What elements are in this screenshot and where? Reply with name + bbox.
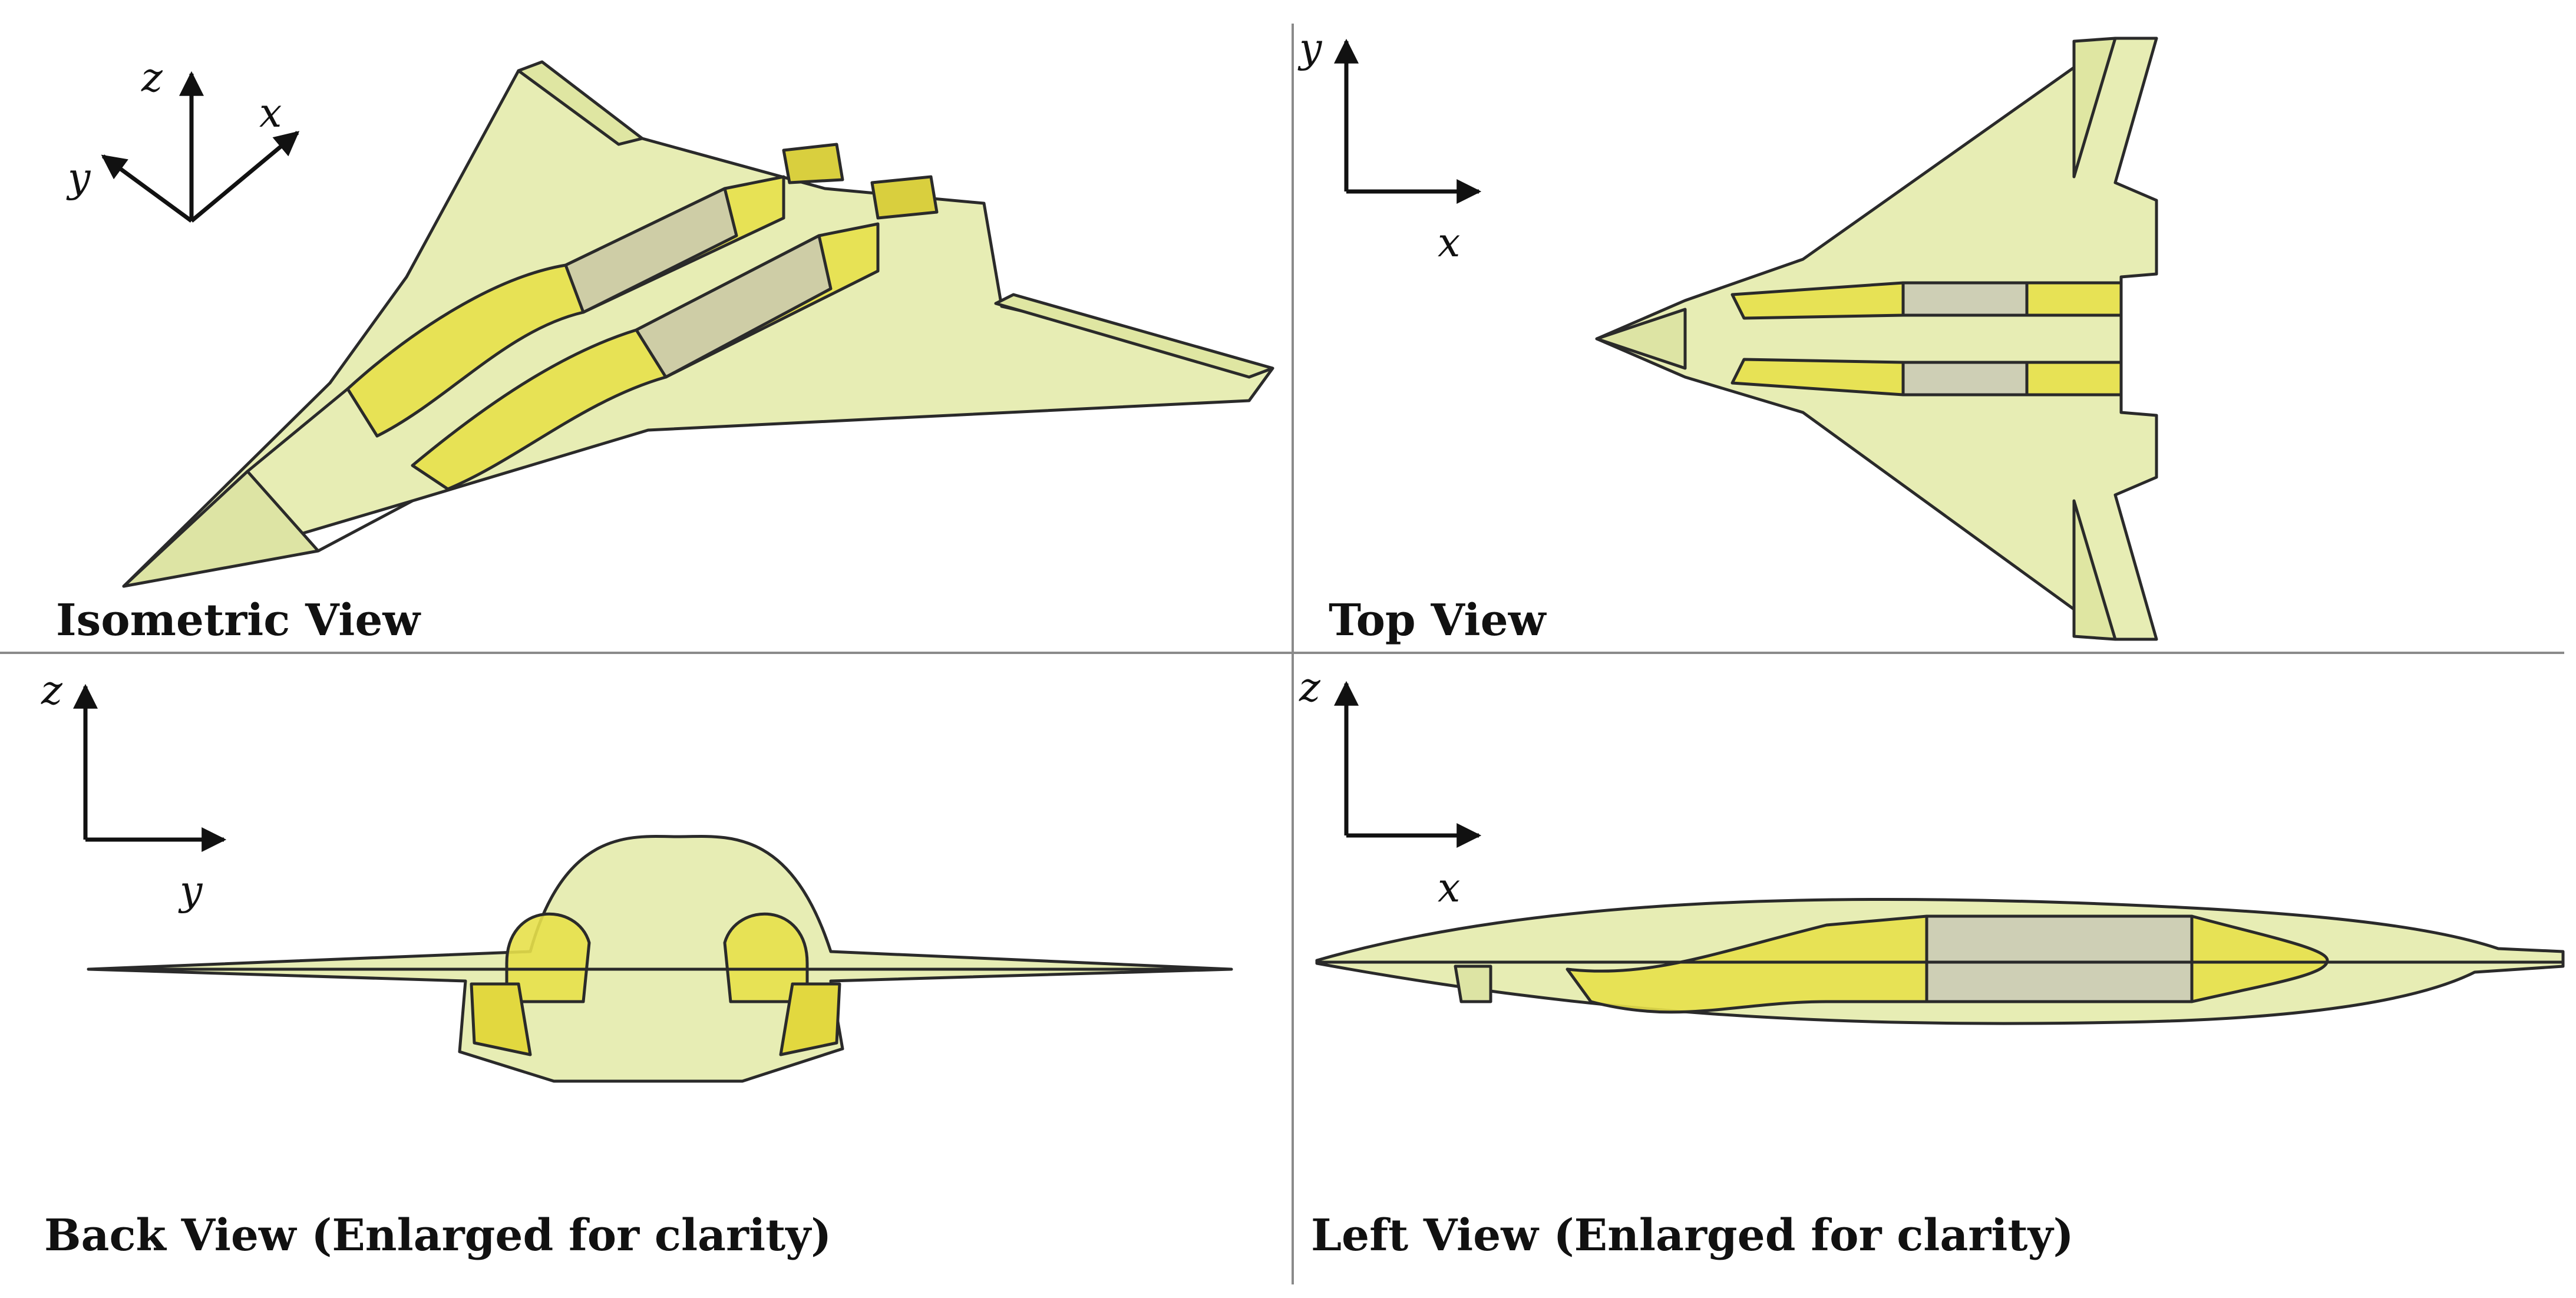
back-view-aircraft (87, 835, 1233, 1083)
left-axes (1334, 681, 1482, 848)
isometric-axes (101, 71, 300, 223)
back-inlet-right (723, 912, 809, 1003)
isometric-engine-right (635, 234, 833, 379)
back-axes (73, 683, 227, 852)
top-wing-body (1595, 37, 2158, 641)
left-nozzle (2190, 914, 2329, 1003)
back-view-label: Back View (Enlarged for clarity) (44, 1210, 831, 1261)
isometric-nozzle-right (870, 175, 939, 220)
isometric-fuselage-line (246, 388, 414, 553)
top-lower-control-surface (2072, 499, 2117, 641)
top-axes (1334, 38, 1482, 204)
left-axis-x-label: x (1438, 865, 1460, 911)
top-nozzle-upper (2025, 281, 2123, 317)
top-view-label: Top View (1329, 595, 1547, 646)
top-axis-x-label: x (1438, 220, 1460, 266)
left-inlet (1454, 965, 1492, 1003)
isometric-nozzle-left (782, 143, 844, 184)
isometric-axis-z-label: z (141, 55, 163, 101)
back-lower-duct-right (779, 982, 841, 1056)
left-axis-z-label: z (1299, 665, 1321, 711)
top-engine-upper (1901, 281, 2029, 317)
back-inlet-left (505, 912, 591, 1003)
isometric-axis-y-label: y (66, 155, 91, 202)
top-axis-y-label: y (1297, 25, 1323, 72)
top-view-aircraft (1595, 37, 2158, 641)
back-axis-y-label: y (178, 868, 203, 914)
top-nozzle-lower (2025, 361, 2123, 397)
isometric-engine-left (564, 187, 738, 314)
isometric-wing-flap (994, 293, 1274, 379)
top-engine-lower (1901, 361, 2029, 397)
isometric-nose (122, 470, 320, 588)
left-engine (1925, 914, 2194, 1003)
isometric-rear-control-surface (517, 60, 644, 146)
top-nose (1595, 308, 1687, 370)
back-axis-z-label: z (41, 668, 63, 714)
isometric-view-label: Isometric View (56, 595, 421, 646)
isometric-view-aircraft (122, 60, 1274, 588)
back-body (87, 835, 1233, 1083)
isometric-axis-x-label: x (259, 90, 282, 137)
left-view-label: Left View (Enlarged for clarity) (1311, 1210, 2074, 1261)
left-view-aircraft (1315, 897, 2565, 1025)
back-lower-duct-left (470, 982, 532, 1056)
top-upper-control-surface (2072, 37, 2117, 179)
